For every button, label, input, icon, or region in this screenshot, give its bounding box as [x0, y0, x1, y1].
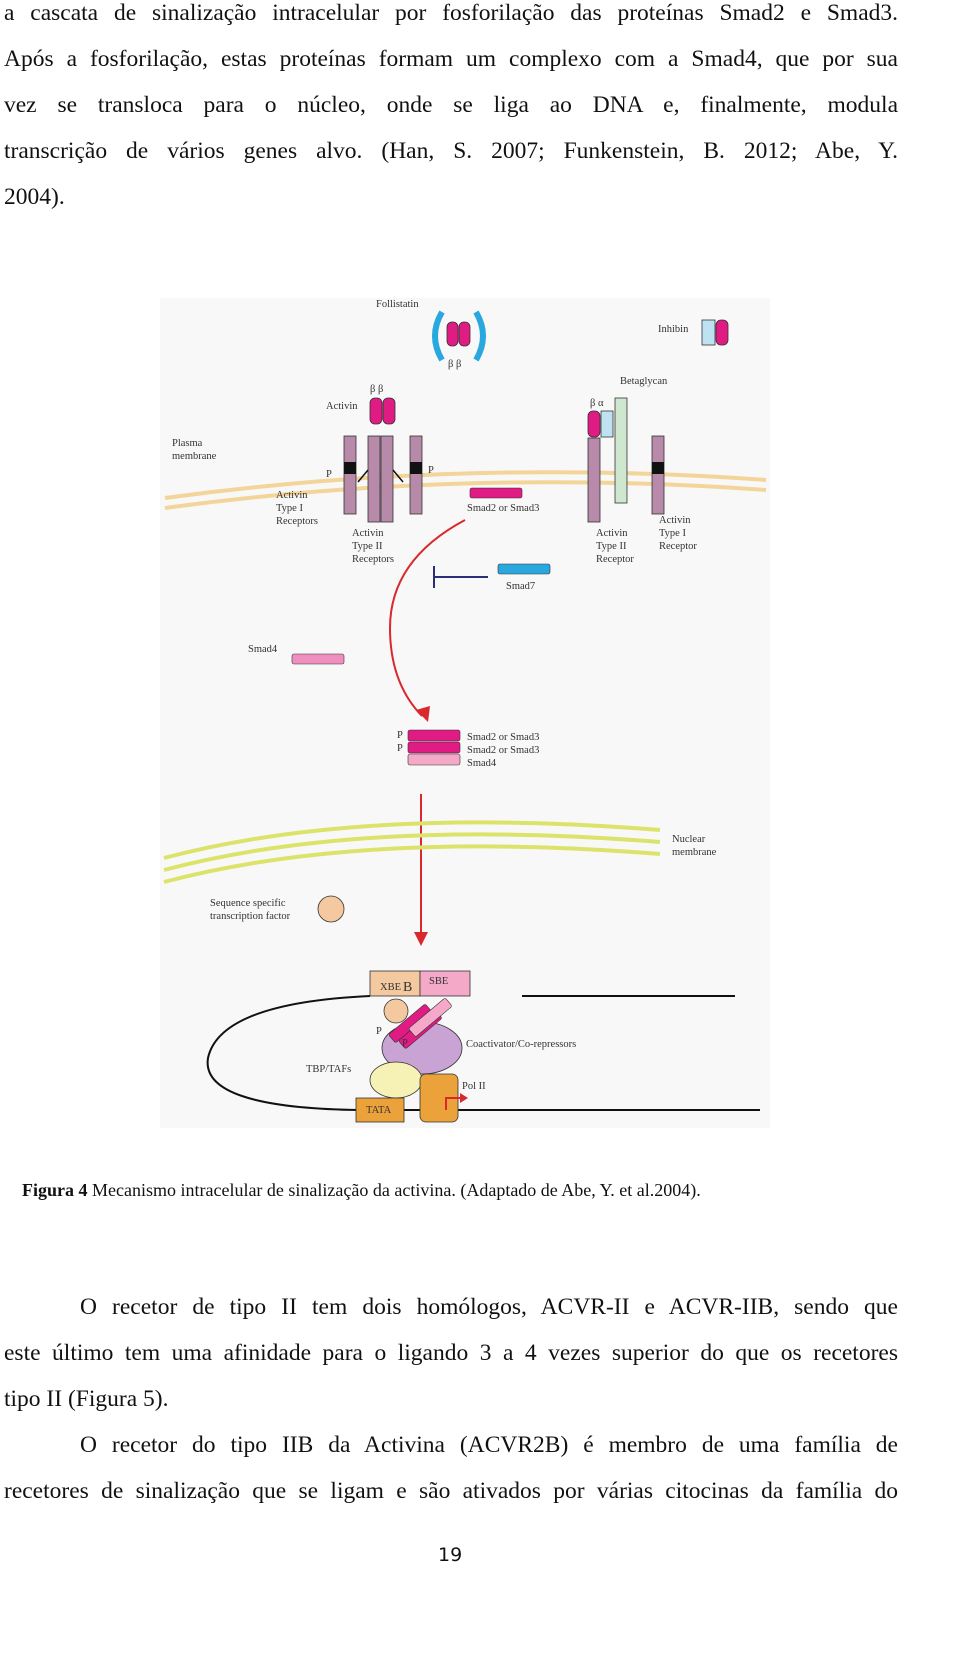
complex-smad4: Smad4 — [467, 758, 497, 769]
body-paragraph-bottom: O recetor de tipo II tem dois homólogos,… — [4, 1284, 898, 1514]
text-line: a cascata de sinalização intracelular po… — [4, 0, 898, 26]
dna-p1: P — [376, 1026, 382, 1037]
complex-smad-a: Smad2 or Smad3 — [467, 732, 539, 743]
activin-type-ii-label-1: Activin — [352, 528, 384, 539]
text-line: 2004). — [4, 184, 65, 210]
tata-label: TATA — [366, 1105, 392, 1116]
activin-type-ii-right-1: Activin — [596, 528, 628, 539]
activin-type-ii-right-3: Receptor — [596, 554, 634, 565]
activin-type-i-label-2: Type I — [276, 503, 303, 514]
follistatin-label: Follistatin — [376, 299, 419, 310]
nuclear-membrane — [163, 820, 661, 884]
smad2-smad3-protein — [469, 487, 523, 499]
complex-p1: P — [397, 730, 403, 741]
nuclear-membrane-label-2: membrane — [672, 847, 717, 858]
tbp-ellipse — [369, 1061, 423, 1099]
bound-smad-complex — [388, 998, 452, 1049]
nuclear-membrane-label-1: Nuclear — [672, 834, 706, 845]
caption-label: Figura 4 — [22, 1180, 88, 1200]
activin-type-ii-receptor-right — [587, 437, 601, 523]
inhibin-label: Inhibin — [658, 324, 689, 335]
dna-p2: P — [402, 1038, 408, 1049]
p-left-label: P — [326, 469, 332, 480]
smad23-cyto-label: Smad2 or Smad3 — [467, 503, 539, 514]
xbe-label: XBE — [380, 982, 401, 993]
betaglycan-receptor — [587, 397, 628, 504]
activin-type-i-right-1: Activin — [659, 515, 691, 526]
complex-p2: P — [397, 743, 403, 754]
dna-strand — [206, 995, 760, 1111]
activin-type-i-label-3: Receptors — [276, 516, 318, 527]
xbe-b-label: B — [403, 980, 412, 995]
beta-beta-follistatin: β β — [448, 359, 461, 370]
body-paragraph-top: a cascata de sinalização intracelular po… — [4, 0, 898, 220]
plasma-membrane-label-1: Plasma — [172, 438, 203, 449]
p-right-label: P — [428, 465, 434, 476]
smad7-inhibition — [433, 566, 488, 588]
text-line: recetores de sinalização que se ligam e … — [4, 1478, 898, 1504]
figure-caption: Figura 4 Mecanismo intracelular de sinal… — [22, 1180, 701, 1201]
smad4-label: Smad4 — [248, 644, 278, 655]
betaglycan-label: Betaglycan — [620, 376, 668, 387]
page-number: 19 — [438, 1544, 463, 1566]
tbp-label: TBP/TAFs — [306, 1064, 351, 1075]
sbe-box — [419, 970, 471, 997]
text-line: O recetor do tipo IIB da Activina (ACVR2… — [80, 1432, 898, 1458]
text-line: tipo II (Figura 5). — [4, 1386, 169, 1412]
activin-type-i-receptor-right — [651, 435, 665, 515]
translocation-arrow — [388, 519, 466, 722]
text-line: O recetor de tipo II tem dois homólogos,… — [80, 1294, 898, 1320]
text-line: este último tem uma afinidade para o lig… — [4, 1340, 898, 1366]
activin-type-ii-right-2: Type II — [596, 541, 627, 552]
text-line: vez se transloca para o núcleo, onde se … — [4, 92, 898, 118]
seq-tf-label-1: Sequence specific — [210, 898, 286, 909]
seq-tf-label-2: transcription factor — [210, 911, 291, 922]
inhibin-dimer — [701, 319, 729, 346]
sbe-label: SBE — [429, 976, 448, 987]
activin-dimer — [369, 397, 396, 425]
plasma-membrane-label-2: membrane — [172, 451, 217, 462]
pol-ii-label: Pol II — [462, 1081, 486, 1092]
activin-type-i-label-1: Activin — [276, 490, 308, 501]
activin-type-i-receptors — [343, 435, 423, 515]
transcription-start-arrow — [445, 1093, 468, 1110]
transcription-factor-circle — [317, 895, 345, 923]
activin-type-i-right-3: Receptor — [659, 541, 697, 552]
coactivator-label: Coactivator/Co-repressors — [466, 1039, 576, 1050]
activin-type-ii-label-3: Receptors — [352, 554, 394, 565]
caption-text: Mecanismo intracelular de sinalização da… — [87, 1180, 701, 1200]
smad7-protein — [497, 563, 551, 575]
xbe-box — [369, 970, 421, 997]
activin-signaling-figure: Follistatin β β Inhibin Betaglycan β α A… — [160, 298, 770, 1128]
smad7-label: Smad7 — [506, 581, 535, 592]
activin-type-ii-label-2: Type II — [352, 541, 383, 552]
activin-type-ii-receptors — [357, 435, 404, 523]
activin-type-i-right-2: Type I — [659, 528, 686, 539]
text-line: transcrição de vários genes alvo. (Han, … — [4, 138, 898, 164]
text-line: Após a fosforilação, estas proteínas for… — [4, 46, 898, 72]
follistatin-complex — [432, 310, 486, 362]
figure-background — [160, 298, 770, 1128]
smad4-protein — [291, 653, 345, 665]
plasma-membrane — [164, 470, 767, 510]
bound-tf-circle — [383, 998, 409, 1024]
beta-alpha-label: β α — [590, 398, 604, 409]
nuclear-import-arrow — [414, 794, 428, 946]
tata-box — [355, 1097, 405, 1123]
activin-label: Activin — [326, 401, 358, 412]
pathway-diagram: Follistatin β β Inhibin Betaglycan β α A… — [160, 298, 770, 1128]
smad-complex — [407, 729, 461, 766]
beta-beta-activin: β β — [370, 384, 383, 395]
complex-smad-b: Smad2 or Smad3 — [467, 745, 539, 756]
